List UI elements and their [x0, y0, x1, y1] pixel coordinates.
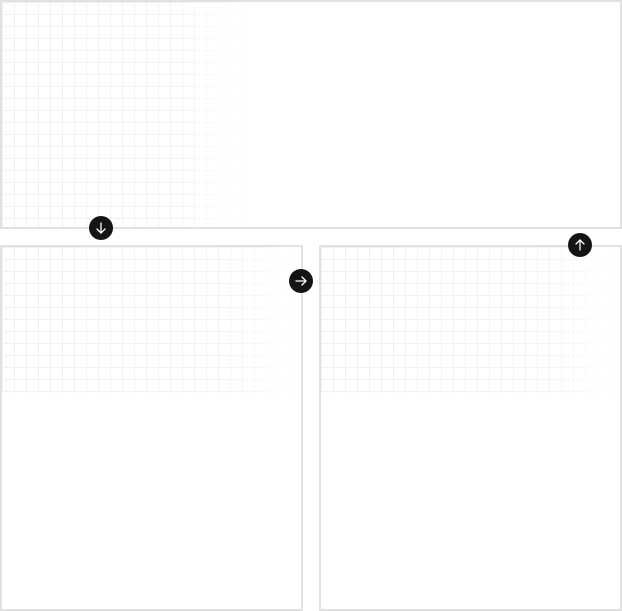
arrow-up-icon [573, 238, 587, 252]
grid-pattern [2, 247, 301, 393]
bottom-right-panel [319, 245, 622, 611]
arrow-down-icon [94, 221, 108, 235]
arrow-right-icon [294, 274, 308, 288]
bottom-left-panel [0, 245, 303, 611]
grid-pattern [2, 2, 250, 227]
arrow-right-button[interactable] [289, 269, 313, 293]
arrow-up-button[interactable] [568, 233, 592, 257]
top-panel [0, 0, 622, 229]
grid-pattern [321, 247, 620, 393]
arrow-down-button[interactable] [89, 216, 113, 240]
